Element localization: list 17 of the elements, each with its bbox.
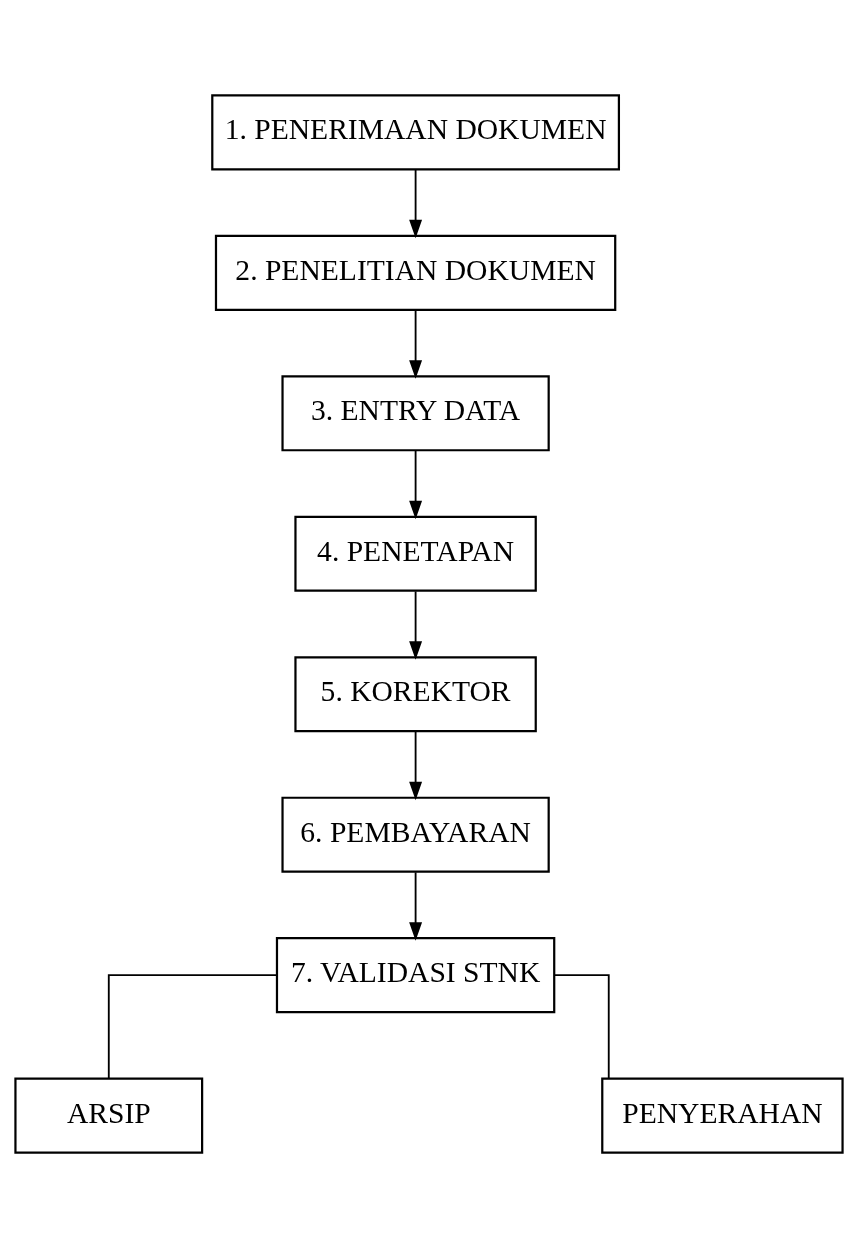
node-box: 5. KOREKTOR [294, 655, 537, 732]
node-box: 6. PEMBAYARAN [281, 796, 550, 873]
arrow [409, 449, 423, 519]
node-box: 3. ENTRY DATA [281, 374, 550, 451]
node-box: 7. VALIDASI STNK [275, 936, 556, 1013]
node-box: 4. PENETAPAN [294, 515, 537, 592]
node-box: 2. PENELITIAN DOKUMEN [214, 234, 617, 311]
node-box: PENYERAHAN [601, 1077, 844, 1154]
node-box: 1. PENERIMAAN DOKUMEN [211, 93, 620, 170]
arrow [409, 870, 423, 941]
node-box: ARSIP [14, 1077, 204, 1154]
connector [553, 973, 610, 1079]
arrow [409, 309, 423, 379]
arrow [409, 730, 423, 800]
arrow [409, 590, 423, 660]
connector [107, 973, 278, 1079]
arrow [409, 168, 423, 238]
